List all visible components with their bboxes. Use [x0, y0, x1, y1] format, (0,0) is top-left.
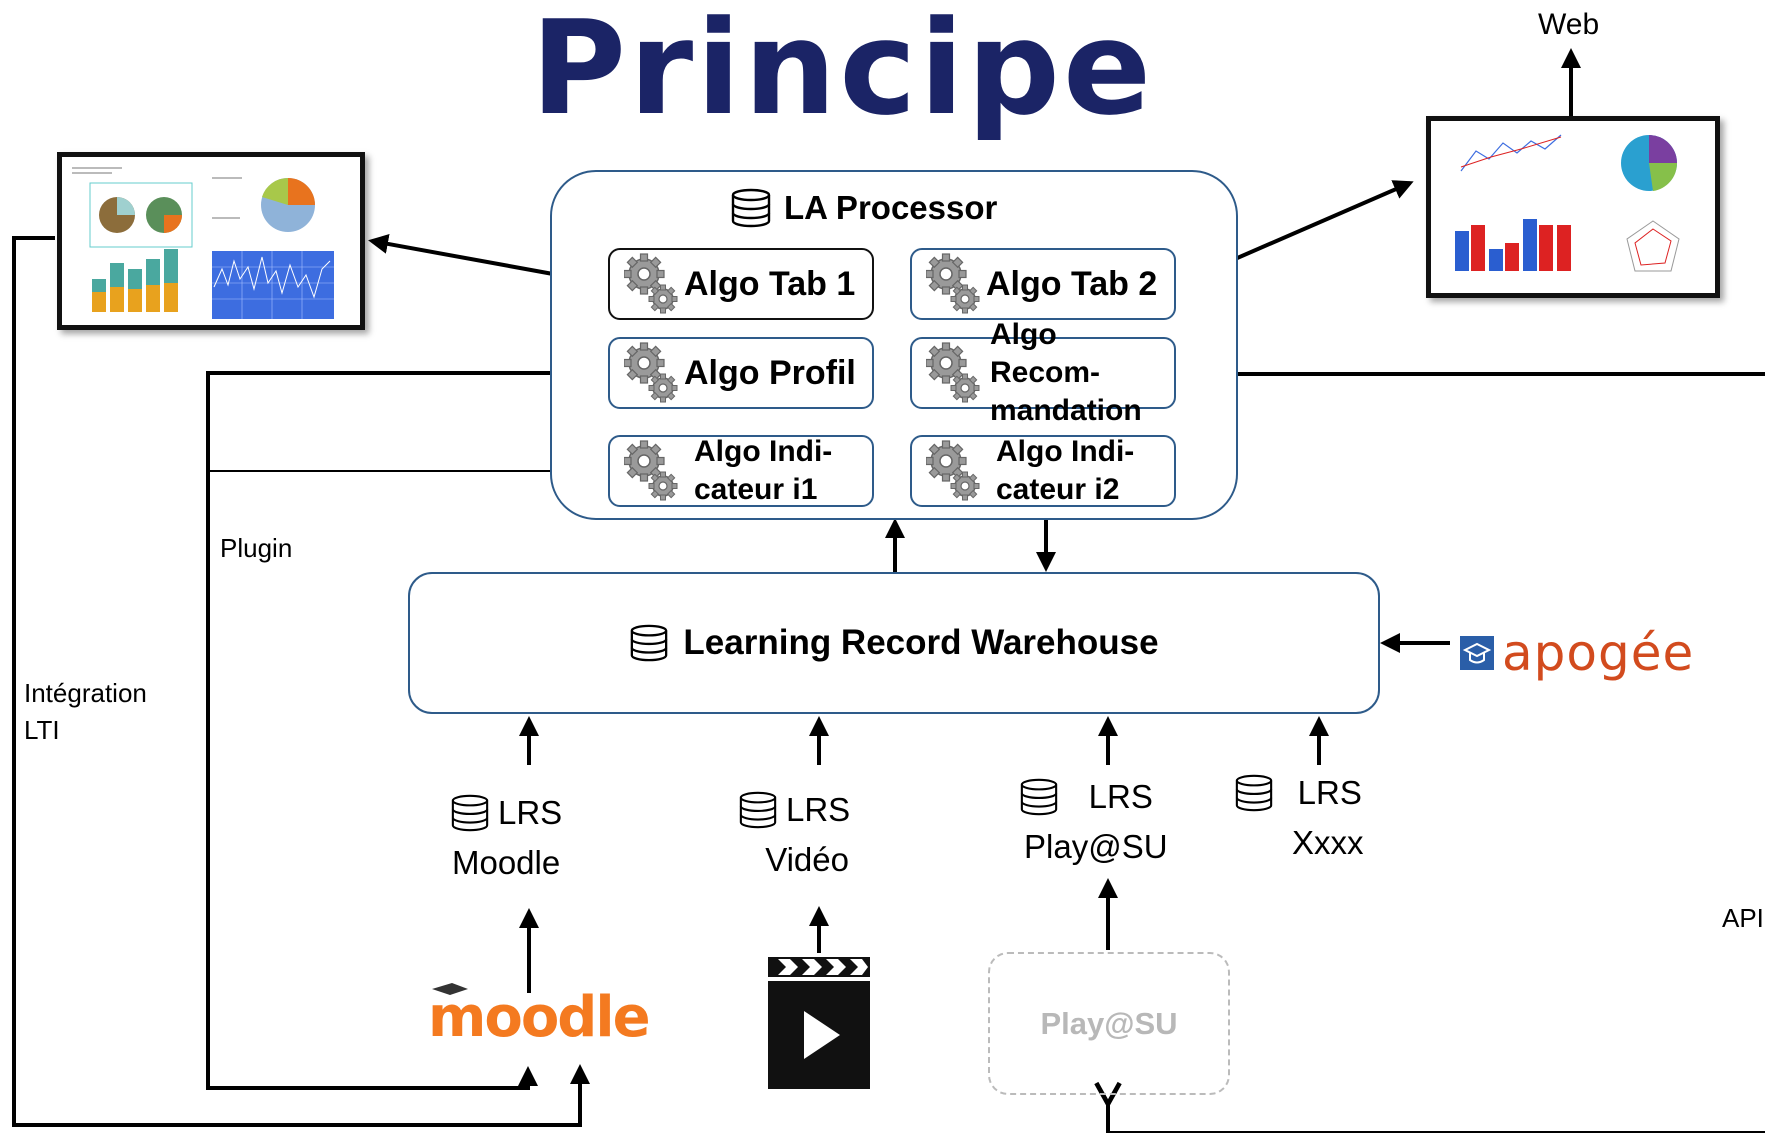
- algo-profil: Algo Profil: [608, 337, 874, 409]
- gears-icon: [624, 342, 678, 403]
- lrs-moodle-line-2: Moodle: [451, 844, 561, 881]
- algo-indicateur-i2: Algo Indi- cateur i2: [910, 435, 1176, 507]
- learning-record-warehouse: Learning Record Warehouse: [408, 572, 1380, 714]
- lrs-xxxx: LRS Xxxx: [1232, 768, 1364, 868]
- algo-indicateur-i2-line-1: Algo Indi-: [996, 435, 1135, 468]
- algo-recommandation-line-2: mandation: [990, 394, 1142, 427]
- lrs-playsu: LRS Play@SU: [1004, 772, 1168, 872]
- moodle-logo: moodle: [428, 983, 651, 1050]
- gears-icon: [624, 253, 678, 314]
- lrs-playsu-line-1: LRS: [1088, 778, 1153, 815]
- algo-indicateur-i1-label: Algo Indi- cateur i1: [694, 433, 832, 509]
- apogee-wordmark: apogée: [1502, 624, 1695, 682]
- algo-tab-1-line-1: Algo Tab 1: [684, 265, 856, 303]
- algo-tab-1: Algo Tab 1: [608, 248, 874, 320]
- web-dashboard-thumbnail-graphic: [1455, 134, 1680, 272]
- dashboard-screenshot-web: [1426, 116, 1720, 298]
- lrs-playsu-line-2: Play@SU: [1024, 828, 1168, 865]
- gears-icon: [926, 253, 980, 314]
- warehouse-title: Learning Record Warehouse: [683, 623, 1159, 662]
- la-processor-header: LA Processor: [730, 188, 997, 228]
- algo-recommandation-label: Algo Recom- mandation: [990, 316, 1174, 430]
- algo-tab-1-label: Algo Tab 1: [684, 265, 855, 303]
- moodle-wordmark: moodle: [428, 985, 651, 1050]
- algo-recommandation-line-1: Algo Recom-: [990, 318, 1101, 389]
- clapperboard-play-icon: [768, 957, 870, 1089]
- database-icon: [451, 794, 489, 832]
- database-icon: [1235, 774, 1272, 812]
- integration-lti-label: Intégration LTI: [24, 675, 147, 749]
- database-icon: [631, 624, 668, 662]
- algo-profil-label: Algo Profil: [684, 354, 856, 392]
- wire-profil-plugin-loop: [206, 371, 608, 1090]
- la-processor-title: LA Processor: [784, 189, 998, 226]
- algo-indicateur-i1-line-2: cateur i1: [694, 473, 818, 506]
- gears-icon: [624, 440, 678, 501]
- plugin-label: Plugin: [220, 533, 293, 563]
- api-label: API: [1722, 903, 1764, 933]
- wire-lti-loop: [12, 236, 590, 1127]
- lrs-video-line-2: Vidéo: [765, 841, 849, 878]
- graduation-cap-icon: [1460, 636, 1494, 670]
- integration-line-1: Intégration: [24, 678, 147, 708]
- video-clapperboard: [768, 955, 870, 1094]
- lrs-xxxx-line-1: LRS: [1297, 774, 1362, 811]
- algo-tab-2: Algo Tab 2: [910, 248, 1176, 320]
- database-icon: [1020, 778, 1057, 816]
- lrs-moodle-line-1: LRS: [498, 794, 563, 831]
- playsu-source-box: Play@SU: [988, 952, 1230, 1095]
- algo-indicateur-i2-label: Algo Indi- cateur i2: [996, 433, 1134, 509]
- algo-profil-line-1: Algo Profil: [684, 354, 856, 392]
- algo-indicateur-i1: Algo Indi- cateur i1: [608, 435, 874, 507]
- integration-line-2: LTI: [24, 715, 60, 745]
- gears-icon: [926, 342, 980, 403]
- algo-indicateur-i1-line-1: Algo Indi-: [694, 435, 833, 468]
- dashboard-screenshot-left: [57, 152, 365, 330]
- algo-indicateur-i2-line-2: cateur i2: [996, 473, 1120, 506]
- web-label: Web: [1538, 8, 1600, 41]
- gears-icon: [926, 440, 980, 501]
- graduation-cap-icon: [432, 983, 468, 995]
- database-icon: [731, 188, 771, 228]
- algo-tab-2-label: Algo Tab 2: [986, 265, 1157, 303]
- database-icon: [739, 791, 777, 829]
- lrs-xxxx-line-2: Xxxx: [1292, 824, 1364, 861]
- apogee-logo: apogée: [1460, 624, 1694, 682]
- algo-tab-2-line-1: Algo Tab 2: [986, 265, 1158, 303]
- lrs-video-line-1: LRS: [786, 791, 851, 828]
- algo-recommandation: Algo Recom- mandation: [910, 318, 1176, 427]
- page-title: Principe: [530, 0, 1155, 144]
- dashboard-thumbnail-graphic: [72, 167, 334, 319]
- arrow-api-to-playsu: [1108, 1104, 1765, 1133]
- lrs-video: LRS Vidéo: [738, 785, 850, 885]
- lrs-moodle: LRS Moodle: [450, 788, 562, 888]
